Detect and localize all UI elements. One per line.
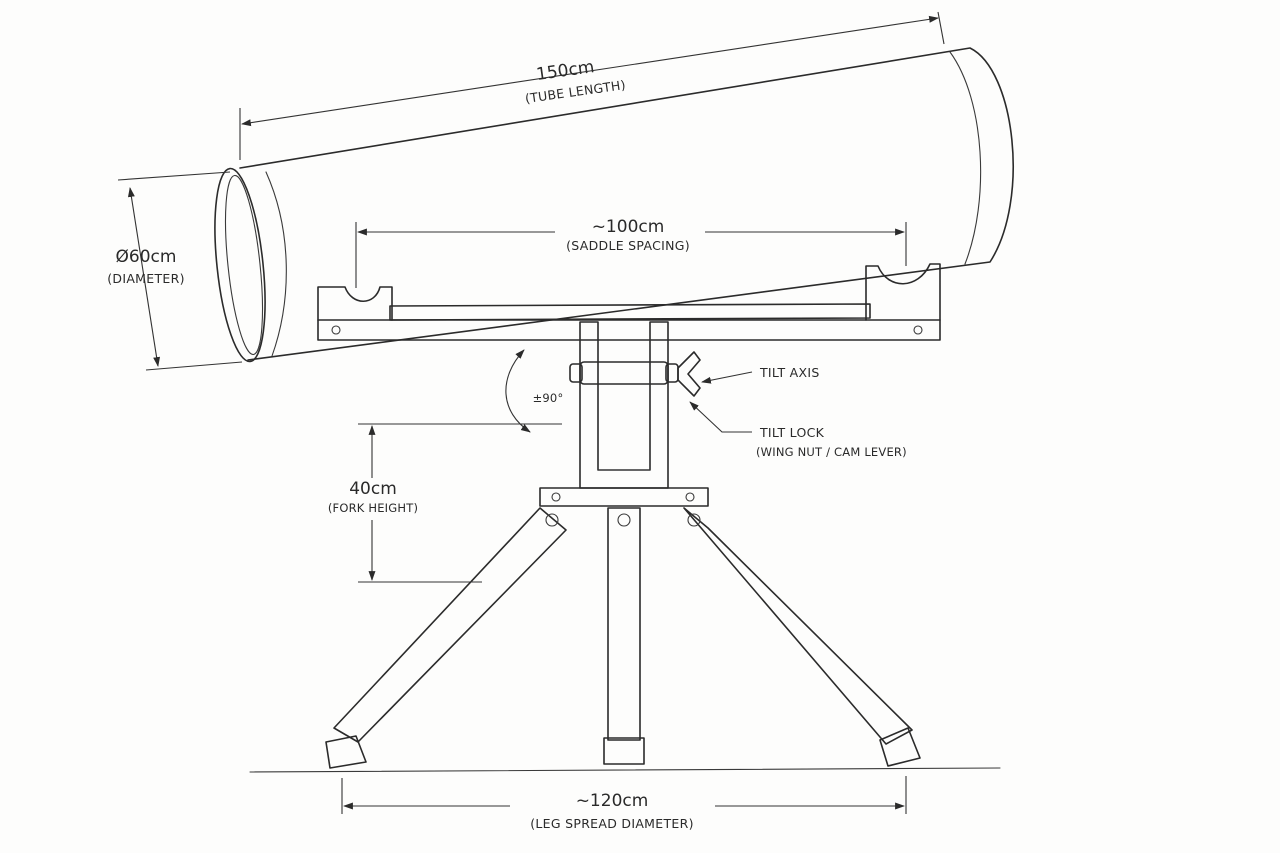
tube-length-dimension [239, 11, 945, 160]
tripod-head [539, 487, 709, 507]
tripod-legs [325, 507, 921, 769]
bolt-icon [913, 325, 923, 335]
bolt-icon [331, 325, 341, 335]
tilt-range-value: ±90° [533, 391, 564, 405]
foot-pad-icon [879, 727, 921, 767]
tilt-axis-label: TILT AXIS [759, 365, 820, 380]
tilt-range-arc [505, 349, 531, 433]
tilt-lock-caption: (WING NUT / CAM LEVER) [756, 445, 907, 459]
foot-pad-icon [325, 735, 367, 769]
saddle-rail [317, 263, 941, 341]
fork-label-mask [325, 478, 421, 520]
bolt-icon [551, 492, 561, 502]
diameter-dimension [117, 171, 243, 371]
bolt-icon [685, 492, 695, 502]
telescope-tube [214, 47, 1014, 363]
fork-height-value: 40cm [349, 479, 397, 499]
saddle-spacing-value: ~100cm [592, 217, 665, 237]
leg-spread-caption: (LEG SPREAD DIAMETER) [530, 816, 694, 831]
diameter-caption: (DIAMETER) [107, 271, 185, 286]
tilt-lock-label: TILT LOCK [759, 425, 825, 440]
saddle-spacing-caption: (SADDLE SPACING) [566, 238, 690, 253]
tilt-fork [569, 321, 701, 489]
spread-label-mask [510, 788, 715, 834]
tilt-axis-leader [701, 371, 753, 384]
saddle-label-mask [555, 214, 705, 254]
tilt-lock-leader [689, 401, 752, 433]
fork-height-caption: (FORK HEIGHT) [328, 501, 418, 515]
diameter-value: Ø60cm [116, 247, 177, 267]
wing-nut-icon [677, 351, 701, 397]
leg-spread-value: ~120cm [576, 791, 649, 811]
foot-pad-icon [603, 737, 645, 765]
ground-line [249, 767, 1001, 773]
tube-length-value: 150cm [535, 57, 596, 85]
